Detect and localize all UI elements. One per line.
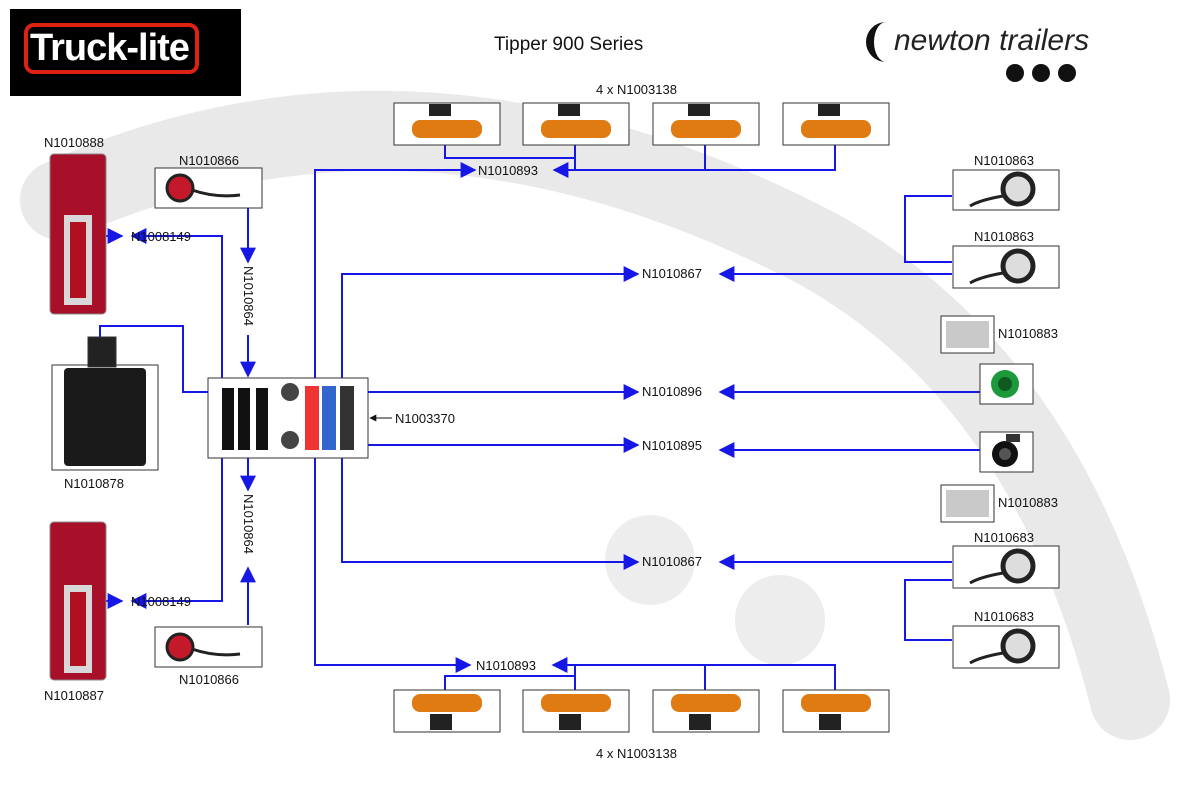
label-lamp-right-2: N1010863 [974,229,1034,244]
label-reflector-top: N1010883 [998,326,1058,341]
black-socket [979,431,1034,473]
label-harness-right-bottom: N1010867 [642,554,702,569]
label-cable-marker-bottom: N1010864 [241,494,256,554]
label-harness-side-bottom: N1010893 [476,658,536,673]
label-cable-rear-bottom: N1008149 [131,594,191,609]
label-reflector-bottom: N1010883 [998,495,1058,510]
label-harness-right-top: N1010867 [642,266,702,281]
label-rear-lamp-top: N1010888 [44,135,104,150]
label-marker-red-bottom: N1010866 [179,672,239,687]
green-socket [979,363,1034,405]
label-marker-red-top: N1010866 [179,153,239,168]
rear-lamp-bottom [49,521,107,681]
side-markers-top [393,102,890,146]
logo-dot [1006,64,1024,82]
label-rear-lamp-bottom: N1010887 [44,688,104,703]
junction-box [207,377,369,459]
side-markers-bottom [393,689,890,733]
diagram-title: Tipper 900 Series [494,34,644,55]
label-socket-box: N1010878 [64,476,124,491]
label-cable-rear-top: N1008149 [131,229,191,244]
label-lamp-right-3: N1010683 [974,530,1034,545]
label-lamp-right-4: N1010683 [974,609,1034,624]
newton-trailers-logo: newton trailers [860,20,1160,90]
logo-dot [1032,64,1050,82]
logo-swoosh [866,22,902,62]
label-junction-box: N1003370 [395,411,455,426]
label-harness-green-socket: N1010896 [642,384,702,399]
marker-red-bottom [154,626,263,668]
label-side-markers-top: 4 x N1003138 [596,82,677,97]
label-lamp-right-1: N1010863 [974,153,1034,168]
rear-lamp-top [49,153,107,315]
right-lamps [952,169,1060,669]
label-side-markers-bottom: 4 x N1003138 [596,746,677,761]
marker-red-top [154,167,263,209]
label-cable-marker-top: N1010864 [241,266,256,326]
reflectors [940,315,995,523]
logo-dot [1058,64,1076,82]
label-harness-side-top: N1010893 [478,163,538,178]
socket-box [51,336,159,471]
label-harness-black-socket: N1010895 [642,438,702,453]
truck-lite-logo: Truck-lite [10,9,241,96]
wires [98,144,980,690]
